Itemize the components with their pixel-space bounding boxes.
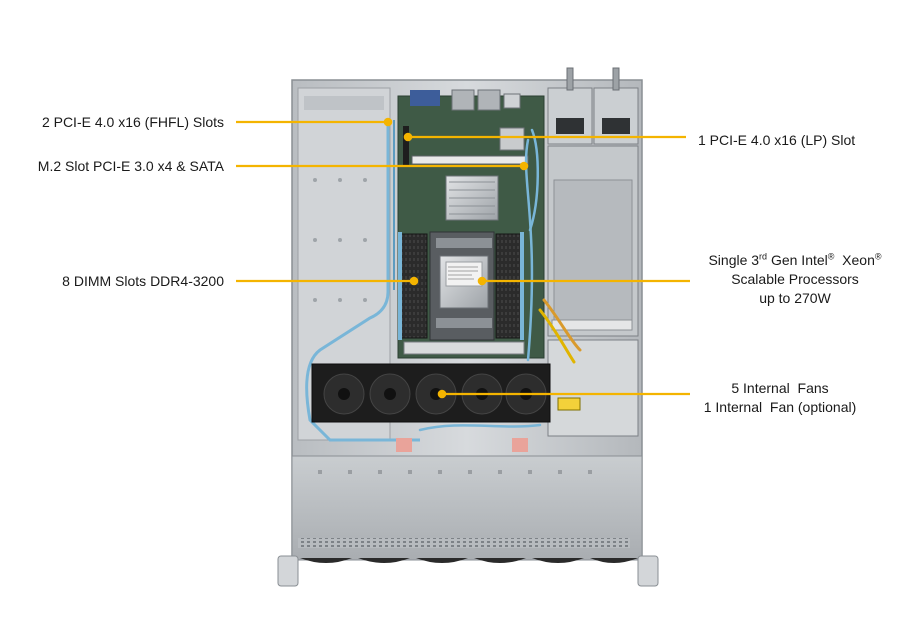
callout-pcie-lp: 1 PCI-E 4.0 x16 (LP) Slot — [698, 132, 856, 148]
callout-cpu-line2: Scalable Processors — [731, 271, 859, 287]
callout-fans-line2: 1 Internal Fan (optional) — [703, 399, 857, 415]
front-panel — [277, 455, 659, 587]
callout-cpu-line3: up to 270W — [759, 290, 831, 306]
motherboard — [397, 89, 545, 359]
callout-cpu: Single 3rd Gen Intel® Xeon® Scalable Pro… — [690, 251, 900, 308]
callout-dimm-slots: 8 DIMM Slots DDR4-3200 — [62, 273, 224, 289]
callout-pcie-fhfl: 2 PCI-E 4.0 x16 (FHFL) Slots — [41, 114, 224, 130]
power-supply — [547, 67, 639, 437]
callout-m2-slot: M.2 Slot PCI-E 3.0 x4 & SATA — [37, 158, 224, 174]
callout-cpu-line1: Single 3rd Gen Intel® Xeon® — [708, 251, 882, 268]
callout-fans: 5 Internal Fans 1 Internal Fan (optional… — [680, 379, 880, 417]
fan-array — [311, 363, 551, 452]
callout-fans-line1: 5 Internal Fans — [731, 380, 829, 396]
callout-lines — [236, 117, 690, 399]
